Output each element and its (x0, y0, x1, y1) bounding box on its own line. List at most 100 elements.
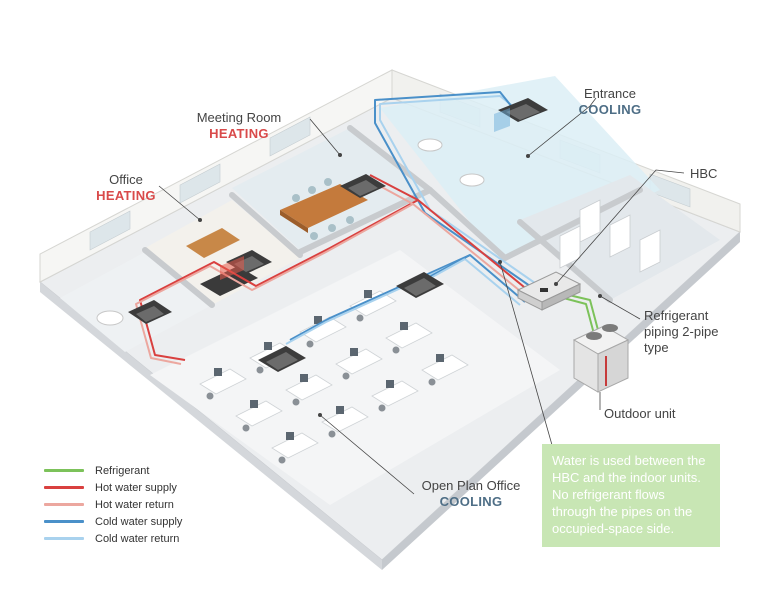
partition (502, 187, 643, 261)
partition (142, 247, 215, 308)
monitor (400, 322, 408, 330)
hbc-label: HBC (690, 166, 718, 181)
monitor (286, 432, 294, 440)
hot-water-supply-pipe (369, 174, 419, 201)
chair (308, 186, 316, 194)
meeting-table-side (280, 210, 308, 233)
small-room-floor (60, 252, 210, 352)
open-plan-label: Open Plan Office COOLING (408, 478, 534, 510)
chair (328, 430, 336, 438)
legend-item: Cold water return (44, 530, 182, 547)
open-plan-floor (150, 250, 560, 505)
stall (609, 214, 631, 258)
legend-label: Cold water return (95, 532, 180, 545)
hbc-unit (516, 271, 582, 311)
outdoor-unit (572, 324, 630, 393)
monitor (336, 406, 344, 414)
chair (356, 314, 364, 322)
window (179, 163, 221, 204)
monitor (264, 342, 272, 350)
chair (278, 456, 286, 464)
meeting-room-name: Meeting Room (196, 110, 282, 125)
chair (292, 194, 300, 202)
meeting-table (280, 184, 368, 228)
legend-label: Hot water supply (95, 481, 177, 494)
office-desk (186, 228, 240, 258)
legend-swatch (44, 469, 84, 472)
cold-water-return-pipe (379, 95, 546, 291)
monitor (386, 380, 394, 388)
chair (310, 232, 318, 240)
chair (346, 216, 354, 224)
monitor (436, 354, 444, 362)
refrigerant-piping-line: type (644, 340, 669, 355)
office-label: Office HEATING (88, 172, 164, 204)
refrigerant-piping-line: piping 2-pipe (644, 324, 719, 339)
office-status: HEATING (96, 188, 156, 203)
chair (292, 398, 300, 406)
monitor (364, 290, 372, 298)
chair (324, 178, 332, 186)
meeting-room-label: Meeting Room HEATING (184, 110, 294, 142)
monitor (350, 348, 358, 356)
callout-dot (318, 413, 322, 417)
callout-dot (554, 282, 558, 286)
monitor (250, 400, 258, 408)
window (89, 210, 131, 251)
window (269, 116, 311, 157)
legend-item: Hot water supply (44, 479, 182, 496)
indoor-unit-open-plan (258, 346, 306, 372)
chair (242, 424, 250, 432)
indoor-unit-open-plan (396, 272, 444, 298)
round-table (417, 138, 443, 152)
legend-swatch (44, 537, 84, 540)
office-cabinet (200, 266, 258, 296)
outdoor-unit-label: Outdoor unit (604, 406, 676, 421)
callout-dot (338, 153, 342, 157)
indoor-unit-meeting (340, 174, 386, 198)
callout-dot (498, 260, 502, 264)
hot-water-return-pipe (135, 203, 531, 365)
callout-dot (198, 218, 202, 222)
monitor (314, 316, 322, 324)
chair (392, 346, 400, 354)
monitor (214, 368, 222, 376)
legend-item: Cold water supply (44, 513, 182, 530)
legend-item: Hot water return (44, 496, 182, 513)
legend-label: Hot water return (95, 498, 174, 511)
chair (342, 372, 350, 380)
chair (328, 224, 336, 232)
cold-water-return-pipe (285, 258, 521, 345)
chair (378, 404, 386, 412)
partition (229, 192, 303, 258)
info-note: Water is used between the HBC and the in… (542, 444, 720, 547)
partition (347, 125, 433, 193)
partition (427, 187, 508, 261)
callout-line (158, 185, 201, 221)
legend-label: Refrigerant (95, 464, 150, 477)
callout-line (319, 414, 415, 495)
building-base-right (382, 232, 740, 570)
office-name: Office (109, 172, 143, 187)
refrigerant-piping-label: Refrigerant piping 2-pipe type (644, 308, 718, 356)
open-plan-name: Open Plan Office (421, 478, 521, 493)
monitor (300, 374, 308, 382)
round-table (96, 310, 124, 326)
callout-line (555, 169, 685, 285)
refrigerant-piping-line: Refrigerant (644, 308, 709, 323)
partition (297, 187, 433, 255)
hot-water-supply-pipe (139, 199, 536, 361)
callout-line (499, 261, 553, 446)
open-plan-status: COOLING (439, 494, 503, 509)
chair (306, 340, 314, 348)
building-base-left (40, 282, 382, 570)
entrance-name: Entrance (583, 86, 637, 101)
chair (206, 392, 214, 400)
entrance-label: Entrance COOLING (568, 86, 652, 118)
legend-swatch (44, 486, 84, 489)
indoor-unit-small-room (128, 300, 172, 324)
legend-swatch (44, 503, 84, 506)
heating-airflow (220, 256, 244, 280)
